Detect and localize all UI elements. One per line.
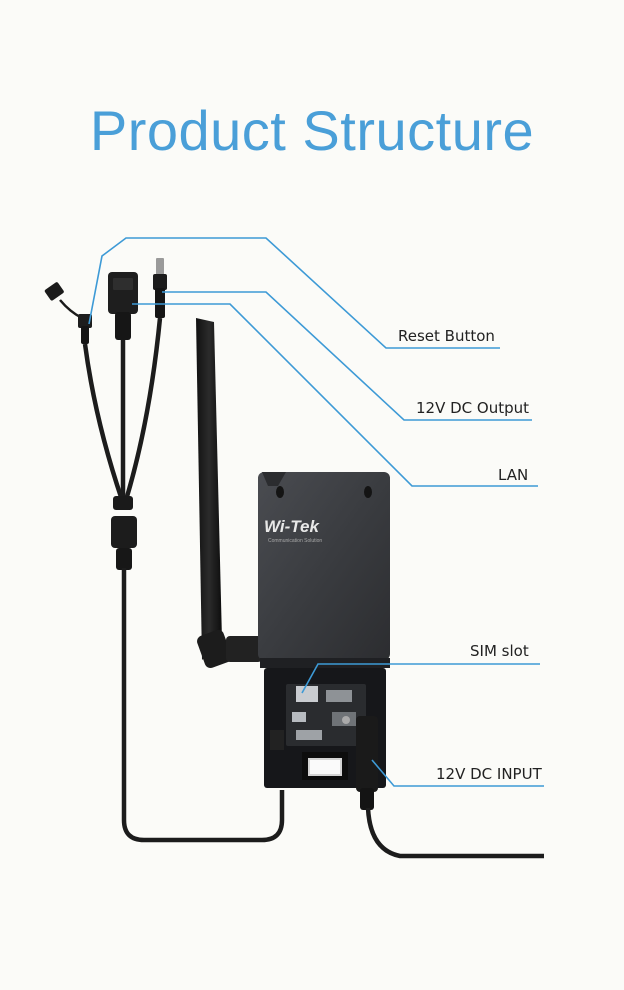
leader-line-dc-output xyxy=(162,291,532,421)
brand-name: Wi-Tek xyxy=(264,517,320,536)
leader-line-dc-input xyxy=(371,759,544,787)
callout-label-dc-input: 12V DC INPUT xyxy=(436,765,542,783)
callout-label-sim: SIM slot xyxy=(470,642,529,660)
page-title: Product Structure xyxy=(89,99,535,162)
leader-line-lan xyxy=(132,303,538,487)
lan-connector xyxy=(108,272,138,340)
antenna xyxy=(196,318,262,669)
dc-output-connector xyxy=(153,258,167,318)
brand-logo: Wi-Tek Communication Solution xyxy=(264,517,322,544)
leader-lines xyxy=(88,237,544,787)
dc-input-jack xyxy=(356,716,378,792)
callout-label-reset: Reset Button xyxy=(398,327,495,345)
mounting-hole-left xyxy=(276,486,284,498)
callout-label-lan: LAN xyxy=(498,466,529,484)
mounting-hole-right xyxy=(364,486,372,498)
port-area xyxy=(270,684,378,810)
reset-connector xyxy=(78,314,92,344)
brand-tagline: Communication Solution xyxy=(268,538,322,544)
callout-label-dc-output: 12V DC Output xyxy=(416,399,530,417)
leader-line-reset xyxy=(88,237,500,349)
power-cable xyxy=(365,807,544,859)
sim-slot-tray xyxy=(296,686,318,702)
reset-cap xyxy=(44,282,83,320)
splitter-cable xyxy=(44,258,285,843)
leader-line-sim xyxy=(301,663,540,694)
